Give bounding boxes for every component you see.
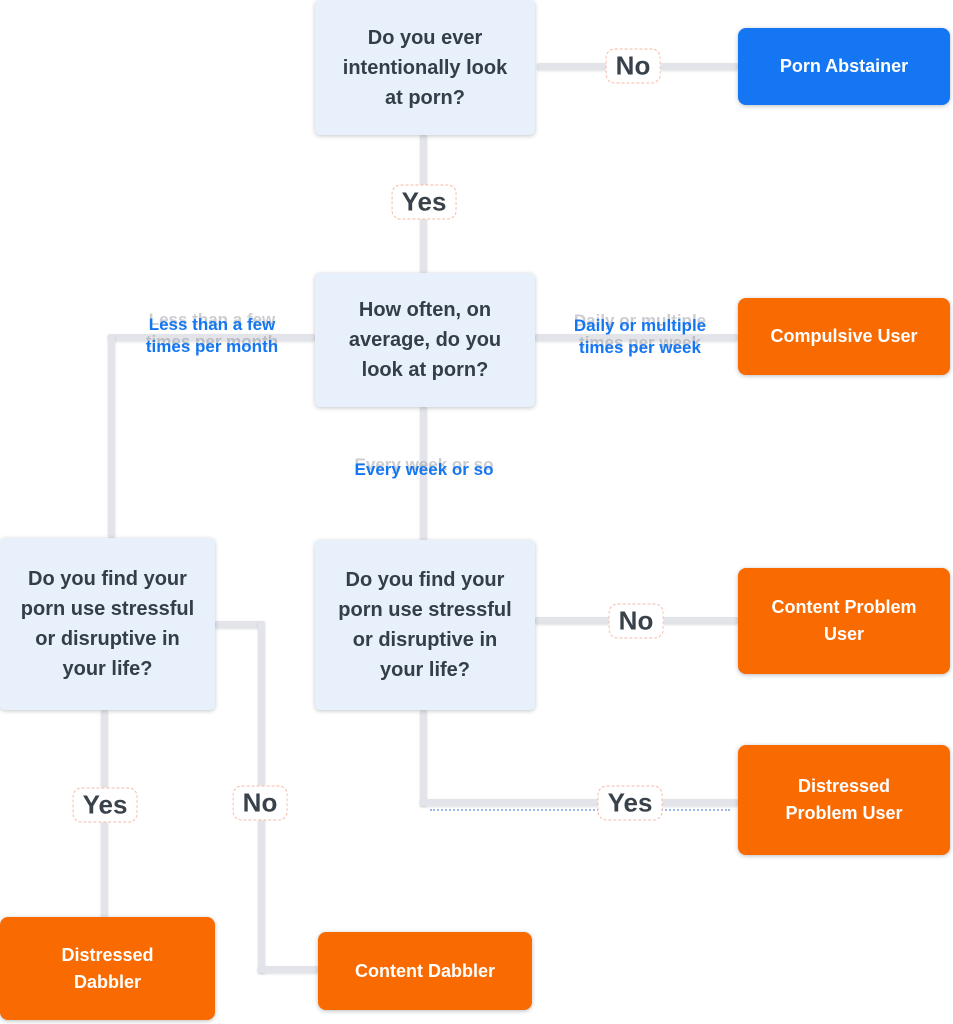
connector-q2-left-vertical [108, 334, 115, 538]
edge-label-yes-top: Yes [391, 184, 457, 220]
edge-label-every-week-or-so: Every week or so [354, 460, 494, 479]
connector-q2-down [420, 407, 427, 540]
edge-label-no-left: No [232, 785, 288, 821]
question-text: Do you find your porn use stressful or d… [20, 568, 195, 680]
result-box-porn-abstainer: Porn Abstainer [738, 28, 950, 105]
question-box-stressful-left: Do you find your porn use stressful or d… [0, 538, 215, 710]
edge-label-yes-mid: Yes [597, 785, 663, 821]
connector-q2-right [535, 334, 738, 341]
result-box-compulsive-user: Compulsive User [738, 298, 950, 375]
question-box-how-often: How often, on average, do you look at po… [315, 273, 535, 407]
connector-q3-yes-horizontal [420, 799, 738, 806]
connector-q3-yes-dotted-artifact [430, 809, 730, 811]
edge-label-no-top: No [605, 48, 661, 84]
result-text: Porn Abstainer [779, 56, 909, 76]
question-text: How often, on average, do you look at po… [348, 299, 502, 381]
question-text: Do you find your porn use stressful or d… [338, 569, 512, 681]
result-text: Content Problem User [771, 597, 917, 644]
result-box-content-problem-user: Content Problem User [738, 568, 950, 674]
result-text: Compulsive User [770, 326, 918, 346]
question-box-ever-look-at-porn: Do you ever intentionally look at porn? [315, 0, 535, 135]
connector-qleft-no-stub [215, 621, 264, 628]
edge-label-no-mid: No [608, 603, 664, 639]
connector-qleft-no-horizontal [258, 966, 318, 973]
edge-label-yes-left: Yes [72, 787, 138, 823]
result-text: Content Dabbler [354, 960, 495, 981]
edge-label-daily-or-multiple: Daily or multiple times per week [573, 316, 707, 357]
result-box-distressed-dabbler: Distressed Dabbler [0, 917, 215, 1020]
edge-label-less-than-few-times: Less than a few times per month [145, 315, 279, 356]
question-text: Do you ever intentionally look at porn? [342, 26, 508, 109]
connector-q3-yes-vertical [420, 710, 427, 806]
result-box-content-dabbler: Content Dabbler [318, 932, 532, 1010]
result-box-distressed-problem-user: Distressed Problem User [738, 745, 950, 855]
question-box-stressful-center: Do you find your porn use stressful or d… [315, 540, 535, 710]
result-text: Distressed Dabbler [61, 944, 154, 992]
connector-q2-left-horizontal [108, 334, 315, 341]
result-text: Distressed Problem User [785, 776, 903, 823]
